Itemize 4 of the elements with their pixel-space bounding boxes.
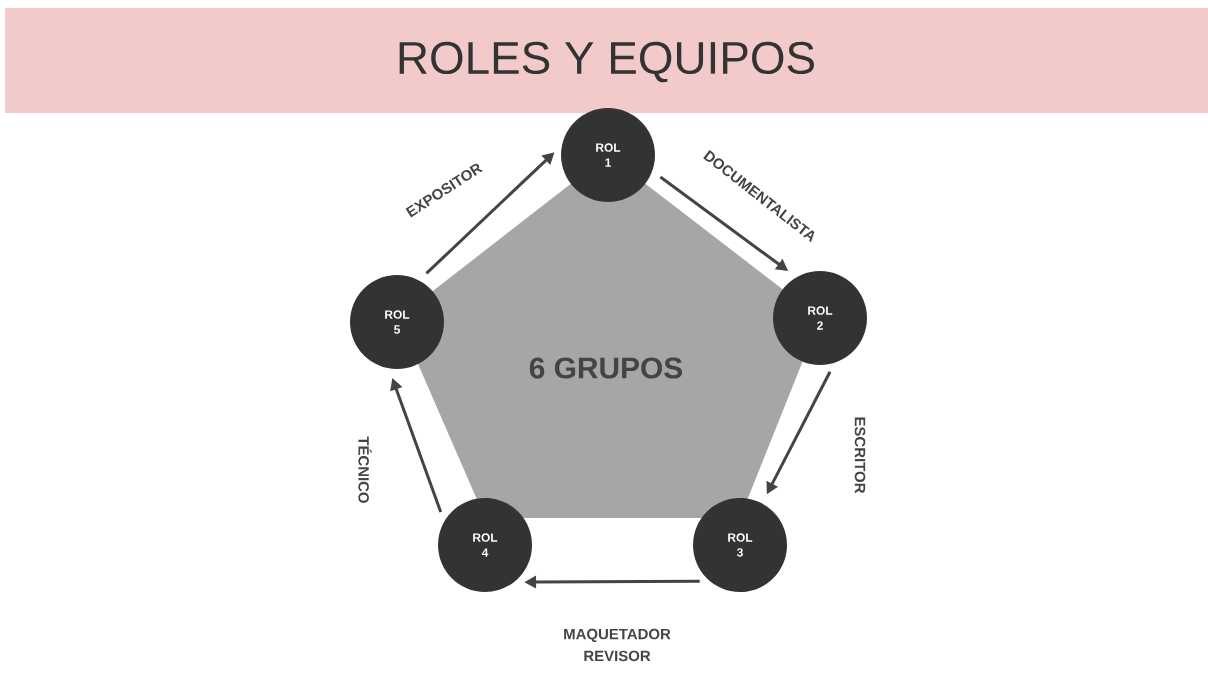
edge-label: ESCRITOR [854, 417, 866, 494]
title-band: ROLES Y EQUIPOS [5, 8, 1208, 113]
edge-label: MAQUETADOR REVISOR [564, 628, 671, 662]
edge-label: TÉCNICO [358, 436, 372, 503]
